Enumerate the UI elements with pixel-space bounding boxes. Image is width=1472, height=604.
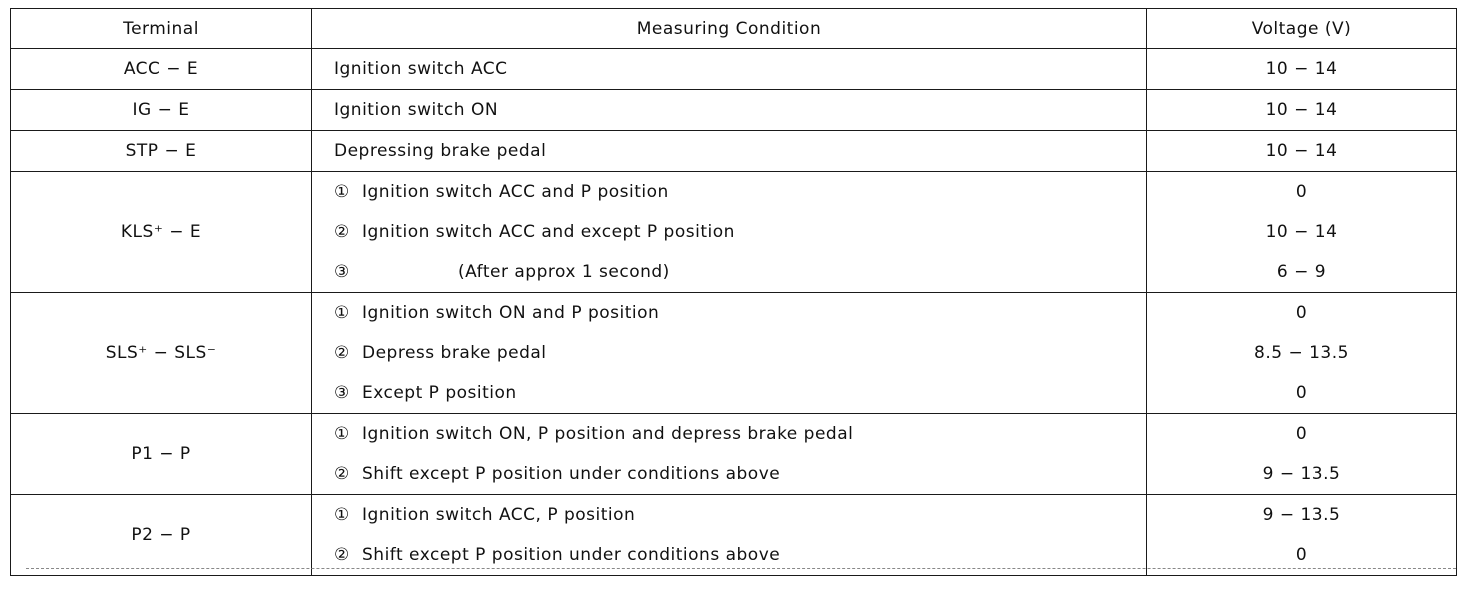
voltage-cell: 0 8.5 − 13.5 0 — [1146, 292, 1457, 414]
voltage-cell: 0 9 − 13.5 — [1146, 413, 1457, 495]
step-number: ② — [334, 343, 350, 363]
step-number: ① — [334, 424, 350, 444]
condition-text: Ignition switch ON and P position — [362, 303, 660, 323]
condition-cell: Ignition switch ACC — [311, 48, 1147, 90]
condition-cell: ① Ignition switch ON and P position ② Depre… — [311, 292, 1147, 414]
voltage-value: 10 − 14 — [1265, 141, 1338, 161]
condition-text: Ignition switch ACC, P position — [362, 505, 636, 525]
condition-text: Ignition switch ON — [334, 100, 499, 120]
voltage-value: 0 — [1295, 424, 1308, 444]
condition-text: Except P position — [362, 383, 517, 403]
condition-text: Shift except P position under conditions… — [362, 464, 781, 484]
condition-line: ② Depress brake pedal — [312, 333, 1146, 373]
step-number: ① — [334, 182, 350, 202]
voltage-value: 0 — [1295, 545, 1308, 565]
step-number: ② — [334, 222, 350, 242]
condition-line: Ignition switch ON — [312, 90, 1146, 130]
table-row: KLS⁺ − E ① Ignition switch ACC and P posit… — [10, 171, 1457, 293]
condition-text: Ignition switch ACC and except P positio… — [362, 222, 735, 242]
voltage-value: 0 — [1295, 383, 1308, 403]
step-number: ② — [334, 545, 350, 565]
condition-cell: Depressing brake pedal — [311, 130, 1147, 172]
condition-cell: Ignition switch ON — [311, 89, 1147, 131]
condition-line: ③ (After approx 1 second) — [312, 252, 1146, 292]
voltage-value: 0 — [1295, 182, 1308, 202]
terminal-cell: SLS⁺ − SLS⁻ — [10, 292, 312, 414]
condition-cell: ① Ignition switch ACC, P position ② Shift e… — [311, 494, 1147, 576]
table-header-row: Terminal Measuring Condition Voltage (V) — [10, 8, 1457, 49]
voltage-value: 10 − 14 — [1265, 100, 1338, 120]
condition-line: ① Ignition switch ON, P position and depr… — [312, 414, 1146, 454]
table-row: STP − E Depressing brake pedal 10 − 14 — [10, 130, 1457, 172]
terminal-cell: ACC − E — [10, 48, 312, 90]
condition-text: Ignition switch ON, P position and depre… — [362, 424, 854, 444]
terminal-cell: P2 − P — [10, 494, 312, 576]
header-measuring-condition: Measuring Condition — [311, 8, 1147, 49]
voltage-cell: 0 10 − 14 6 − 9 — [1146, 171, 1457, 293]
terminal-cell: KLS⁺ − E — [10, 171, 312, 293]
condition-cell: ① Ignition switch ON, P position and depr… — [311, 413, 1147, 495]
voltage-value: 9 − 13.5 — [1262, 505, 1341, 525]
condition-line: ① Ignition switch ON and P position — [312, 293, 1146, 333]
header-terminal: Terminal — [10, 8, 312, 49]
condition-text: Ignition switch ACC and P position — [362, 182, 669, 202]
condition-line: ② Ignition switch ACC and except P positi… — [312, 212, 1146, 252]
voltage-cell: 9 − 13.5 0 — [1146, 494, 1457, 576]
step-number: ③ — [334, 262, 350, 282]
voltage-value: 8.5 − 13.5 — [1254, 343, 1349, 363]
condition-line: ① Ignition switch ACC and P position — [312, 172, 1146, 212]
condition-text: Depress brake pedal — [362, 343, 547, 363]
terminal-voltage-table: Terminal Measuring Condition Voltage (V)… — [10, 8, 1457, 576]
terminal-cell: STP − E — [10, 130, 312, 172]
voltage-value: 6 − 9 — [1276, 262, 1327, 282]
condition-text: (After approx 1 second) — [458, 262, 670, 282]
voltage-value: 0 — [1295, 303, 1308, 323]
condition-line: ③ Except P position — [312, 373, 1146, 413]
terminal-cell: IG − E — [10, 89, 312, 131]
table-row: ACC − E Ignition switch ACC 10 − 14 — [10, 48, 1457, 90]
voltage-value: 9 − 13.5 — [1262, 464, 1341, 484]
table-row: SLS⁺ − SLS⁻ ① Ignition switch ON and P pos… — [10, 292, 1457, 414]
condition-text: Ignition switch ACC — [334, 59, 508, 79]
condition-line: ② Shift except P position under condition… — [312, 454, 1146, 494]
voltage-cell: 10 − 14 — [1146, 48, 1457, 90]
voltage-value: 10 − 14 — [1265, 59, 1338, 79]
table-row: IG − E Ignition switch ON 10 − 14 — [10, 89, 1457, 131]
condition-line: Ignition switch ACC — [312, 49, 1146, 89]
step-number: ① — [334, 303, 350, 323]
bottom-rule — [26, 568, 1456, 569]
voltage-cell: 10 − 14 — [1146, 89, 1457, 131]
step-number: ③ — [334, 383, 350, 403]
table-row: P1 − P ① Ignition switch ON, P position an… — [10, 413, 1457, 495]
condition-cell: ① Ignition switch ACC and P position ② Igni… — [311, 171, 1147, 293]
step-number: ① — [334, 505, 350, 525]
voltage-cell: 10 − 14 — [1146, 130, 1457, 172]
condition-text: Depressing brake pedal — [334, 141, 547, 161]
condition-line: ② Shift except P position under condition… — [312, 535, 1146, 575]
condition-line: ① Ignition switch ACC, P position — [312, 495, 1146, 535]
step-number: ② — [334, 464, 350, 484]
header-voltage: Voltage (V) — [1146, 8, 1457, 49]
terminal-cell: P1 − P — [10, 413, 312, 495]
condition-line: Depressing brake pedal — [312, 131, 1146, 171]
voltage-value: 10 − 14 — [1265, 222, 1338, 242]
condition-text: Shift except P position under conditions… — [362, 545, 781, 565]
